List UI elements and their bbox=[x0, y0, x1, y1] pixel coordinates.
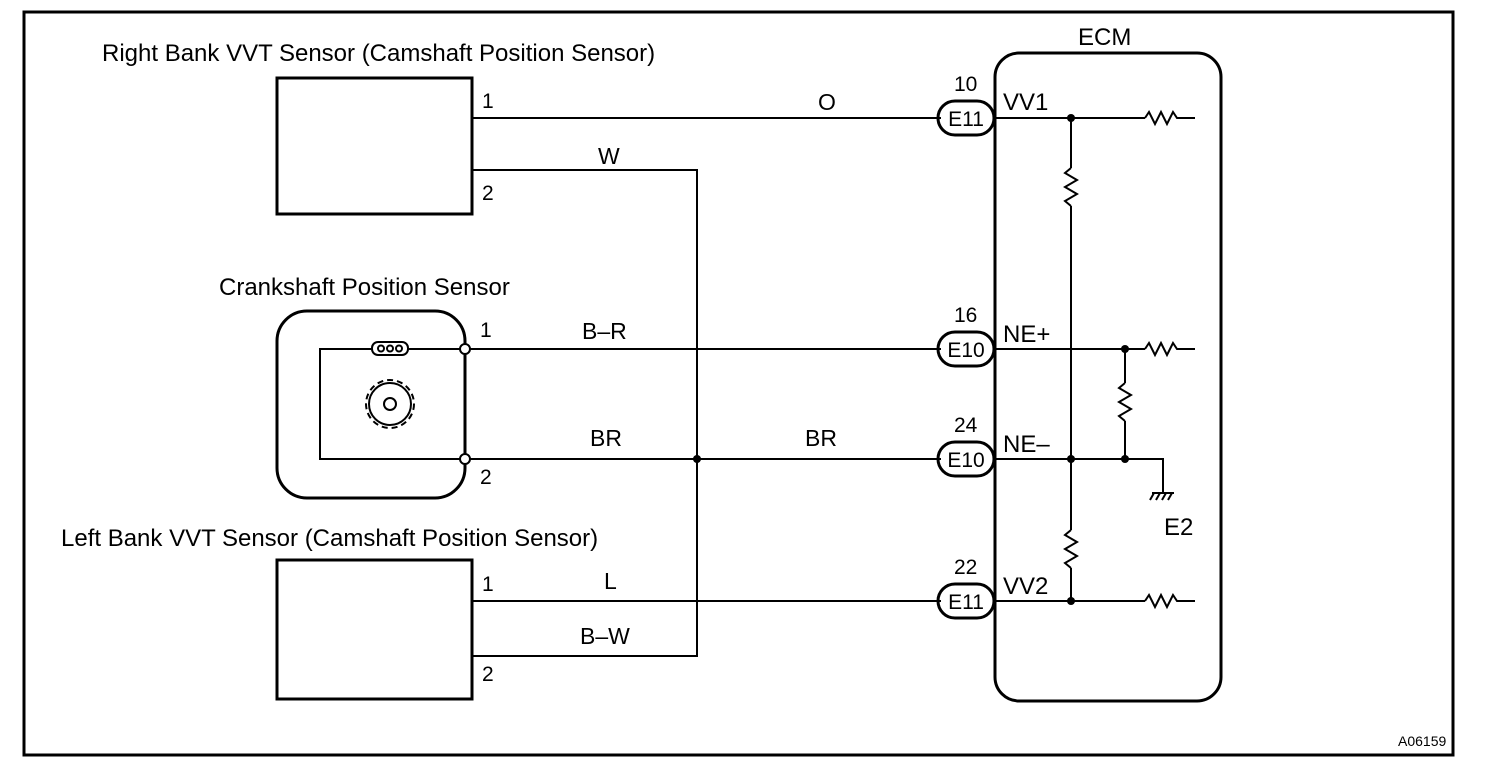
crank-terminal-2 bbox=[459, 453, 471, 465]
wire-label-right-2: W bbox=[598, 143, 620, 169]
right-sensor-pin-1: 1 bbox=[482, 90, 494, 113]
right-sensor-pin-2: 2 bbox=[482, 182, 494, 205]
resistor-vv1-pullup bbox=[1144, 109, 1195, 127]
pickup-coil-icon bbox=[371, 341, 409, 356]
wire-label-left-2: B–W bbox=[580, 623, 630, 649]
right-sensor-box bbox=[275, 76, 474, 216]
ground-label: E2 bbox=[1164, 514, 1193, 541]
right-sensor-title: Right Bank VVT Sensor (Camshaft Position… bbox=[102, 40, 655, 67]
connector-code: E11 bbox=[948, 591, 984, 614]
ecm-terminal-name: NE+ bbox=[1003, 321, 1050, 348]
connector-code: E11 bbox=[948, 108, 984, 131]
crank-sensor-pin-2: 2 bbox=[480, 466, 492, 489]
junction-dot bbox=[1067, 597, 1075, 605]
connector-badge bbox=[936, 330, 996, 368]
ecm-terminal-name: VV2 bbox=[1003, 573, 1048, 600]
ecm-connector-ne-minus: 24 E10 NE– bbox=[936, 414, 1050, 478]
junction-dot bbox=[1067, 114, 1075, 122]
ecm-connector-ne-plus: 16 E10 NE+ bbox=[936, 304, 1050, 368]
resistor-vv2-bias bbox=[1063, 529, 1079, 569]
crank-sensor-body bbox=[275, 309, 467, 500]
wire-right-2 bbox=[472, 169, 698, 459]
ecm-pin-number: 24 bbox=[954, 414, 978, 437]
ecm-connector-vv1: 10 E11 VV1 bbox=[936, 73, 1048, 137]
timing-rotor-icon bbox=[365, 379, 415, 429]
crank-internal-circuit-left bbox=[319, 348, 465, 460]
crank-sensor-title: Crankshaft Position Sensor bbox=[219, 274, 510, 301]
ground-lead bbox=[1125, 458, 1164, 493]
ecm-terminal-name: NE– bbox=[1003, 431, 1050, 458]
wire-label-crank-2: BR bbox=[590, 425, 622, 451]
wire-label-left-1: L bbox=[604, 568, 617, 594]
resistor-ne-bias bbox=[1117, 382, 1133, 422]
ecm-terminal-name: VV1 bbox=[1003, 89, 1048, 116]
wire-label-crank-1: B–R bbox=[582, 318, 627, 344]
crank-sensor-pin-1: 1 bbox=[480, 319, 492, 342]
resistor-vv2-pullup bbox=[1144, 592, 1195, 610]
junction-dot bbox=[1121, 345, 1129, 353]
ground-icon bbox=[1149, 492, 1174, 501]
resistor-vv1-bias bbox=[1063, 167, 1079, 207]
left-sensor-title: Left Bank VVT Sensor (Camshaft Position … bbox=[61, 525, 598, 552]
wire-left-2 bbox=[472, 459, 698, 657]
junction-dot bbox=[1067, 455, 1075, 463]
wire-label-common: BR bbox=[805, 425, 837, 451]
wire-label-right-1: O bbox=[818, 89, 836, 115]
connector-badge bbox=[936, 440, 996, 478]
figure-code: A06159 bbox=[1398, 733, 1446, 749]
junction-dot bbox=[1121, 455, 1129, 463]
connector-badge bbox=[936, 582, 996, 620]
left-sensor-pin-1: 1 bbox=[482, 573, 494, 596]
ecm-pin-number: 22 bbox=[954, 556, 977, 579]
diagram-frame bbox=[22, 10, 1455, 757]
connector-code: E10 bbox=[947, 339, 984, 362]
connector-code: E10 bbox=[947, 449, 984, 472]
ecm-pin-number: 10 bbox=[954, 73, 977, 96]
ecm-connector-vv2: 22 E11 VV2 bbox=[936, 556, 1048, 620]
connector-badge bbox=[936, 99, 996, 137]
ecm-pin-number: 16 bbox=[954, 304, 977, 327]
crank-terminal-1 bbox=[459, 343, 471, 355]
left-sensor-box bbox=[275, 558, 474, 701]
resistor-ne-plus-pullup bbox=[1144, 340, 1195, 358]
left-sensor-pin-2: 2 bbox=[482, 663, 494, 686]
ecm-box bbox=[993, 51, 1223, 703]
ecm-title: ECM bbox=[1078, 24, 1131, 51]
